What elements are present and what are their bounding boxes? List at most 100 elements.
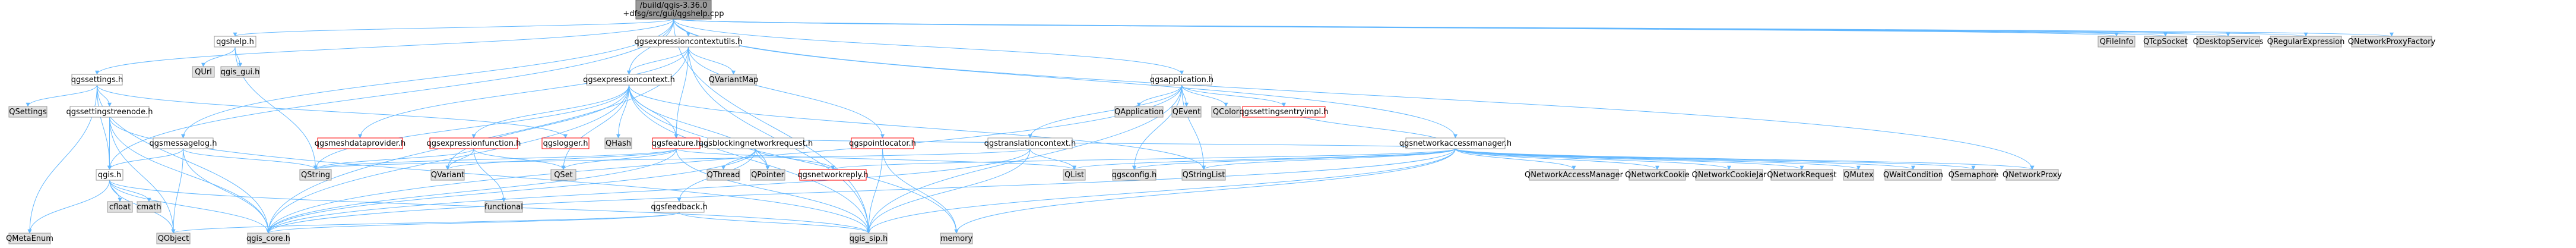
node-qgsexpressioncontextutils-h[interactable]: qgsexpressioncontextutils.h [634,36,743,48]
edge-qgsapplication-h-to-qstringlist [1181,84,1206,170]
edge-qgsnetworkaccessmanager-h-to-qgsnetworkreply-h [831,148,1456,170]
node-box [317,137,403,149]
node-qgis-gui-h: qgis_gui.h [220,66,260,78]
node-label: QNetworkRequest [1767,171,1836,180]
node-label: qgis_sip.h [850,234,888,243]
edge-qgstranslationcontext-h-to-qgis-sip-h [866,148,1031,234]
node-qgsnetworkaccessmanager-h[interactable]: qgsnetworkaccessmanager.h [1399,137,1512,149]
node-label: QObject [158,234,189,243]
edge-qgstranslationcontext-h-to-qgis-core-h [266,148,1031,234]
node-qgsfeature-h[interactable]: qgsfeature.h [652,137,701,149]
node-box [1181,169,1226,181]
node-label: qgsapplication.h [1150,76,1213,84]
edge-qgis-h-to-qmetaenum [27,180,110,234]
node-box [2351,36,2432,48]
node-qgstranslationcontext-h[interactable]: qgstranslationcontext.h [984,137,1076,149]
edge-qgsnetworkaccessmanager-h-to-qgis-sip-h [866,148,1456,234]
node-qgslogger-h[interactable]: qgslogger.h [541,137,590,149]
node-label: QSettings [9,108,47,117]
node-box [851,137,914,149]
edge-qgsnetworkaccessmanager-h-to-qsemaphore [1455,148,1976,170]
node-label: QMutex [1843,171,1874,180]
edge-qgsexpressioncontextutils-h-to-qgsexpressioncontext-h [627,46,689,75]
node-qgsnetworkreply-h[interactable]: qgsnetworkreply.h [797,169,869,181]
edge-root-to-qnetworkproxyfactory [673,18,2393,37]
node-qset: QSet [550,169,576,181]
node-box [637,36,740,48]
edge-qgsnetworkaccessmanager-h-to-qgis-core-h [266,148,1456,234]
node-label: QStringList [1183,171,1225,180]
edge-qgshelp-h-to-qurl [201,46,236,67]
node-label: QVariantMap [709,76,759,84]
node-qgsexpressionfunction-h[interactable]: qgsexpressionfunction.h [427,137,521,149]
edge-qgsfeature-h-to-qset [561,148,677,170]
node-qgssettings-h[interactable]: qgssettings.h [71,74,123,86]
node-label: QDesktopServices [2193,37,2264,46]
edge-root-to-qgis-sip-h [673,18,871,234]
edge-qgstranslationcontext-h-to-qstring [313,148,1031,170]
node-box [550,169,576,181]
node-label: qgspointlocator.h [849,139,916,148]
node-label: QPointer [751,171,785,180]
edge-qgsfeature-h-to-qvariant [445,148,677,170]
edge-qgsnetworkaccessmanager-h-to-qgsconfig-h [1132,148,1456,170]
node-box [429,137,518,149]
node-memory: memory [940,233,973,244]
node-qdesktopservices: QDesktopServices [2193,36,2264,48]
node-label: QThread [707,171,740,180]
edge-qgis-h-to-cmath [109,180,151,202]
edge-qgsexpressioncontextutils-h-to-qvariantmap [688,46,736,75]
node-box [1112,169,1156,181]
node-label: qgsexpressioncontextutils.h [634,37,742,46]
node-label: qgsfeature.h [652,139,701,148]
node-box [987,137,1073,149]
node-box [1405,137,1506,149]
node-qvariantmap: QVariantMap [709,74,759,86]
node-qtcpsocket: QTcpSocket [2143,36,2188,48]
node-box [1695,169,1763,181]
node-qgsconfig-h: qgsconfig.h [1112,169,1156,181]
node-qgssettingstreenode-h[interactable]: qgssettingstreenode.h [66,106,153,118]
edge-qgsnetworkaccessmanager-h-to-qlist [1072,148,1456,170]
edge-qgsnetworkaccessmanager-h-to-qnetworkcookiejar [1455,148,1731,170]
node-qcolor: QColor [1211,106,1241,118]
edge-qgsexpressioncontext-h-to-qhash [616,84,629,139]
node-qnetworkcookie: QNetworkCookie [1625,169,1690,181]
node-box [153,137,214,149]
node-box [750,169,785,181]
edge-qgsnetworkaccessmanager-h-to-qstringlist [1202,148,1456,170]
node-box [940,233,973,244]
node-label: qgis_gui.h [221,68,260,77]
node-box [604,137,632,149]
edge-root-to-qnetworkproxy [673,18,2035,170]
node-qthread: QThread [706,169,740,181]
node-box [299,169,332,181]
node-qwaitcondition: QWaitCondition [1883,169,1943,181]
node-label: functional [484,203,523,212]
node-label: qgshelp.h [216,37,254,46]
edge-qgsfeedback-h-to-qobject [171,212,680,234]
node-qgshelp-h[interactable]: qgshelp.h [214,36,256,48]
edges-layer [26,18,2393,234]
edge-qgsmessagelog-h-to-qgis-core-h [183,148,271,234]
edge-qgsexpressioncontext-h-to-qgis-sip-h [629,84,871,234]
node-qgssettingsentryimpl-h[interactable]: qgssettingsentryimpl.h [1239,106,1329,118]
node-qgspointlocator-h[interactable]: qgspointlocator.h [849,137,916,149]
edge-qgssettings-h-to-qsettings [26,84,97,107]
node-qgsexpressioncontext-h[interactable]: qgsexpressioncontext.h [583,74,675,86]
node-qlist: QList [1063,169,1086,181]
edge-qgsexpressionfunction-h-to-functional [473,148,506,202]
edge-qgsapplication-h-to-qgstranslationcontext-h [1028,84,1182,139]
node-qgsmessagelog-h[interactable]: qgsmessagelog.h [150,137,217,149]
edge-qgsblockingnetworkrequest-h-to-qgis-core-h [266,148,756,234]
node-qgsblockingnetworkrequest-h[interactable]: qgsblockingnetworkrequest.h [699,137,813,149]
node-qgsmeshdataprovider-h[interactable]: qgsmeshdataprovider.h [315,137,406,149]
edge-qgsapplication-h-to-qapplication [1137,84,1182,107]
node-qgsapplication-h[interactable]: qgsapplication.h [1150,74,1213,86]
node-qnetworkcookiejar: QNetworkCookieJar [1692,169,1767,181]
node-qgis-h[interactable]: qgis.h [96,169,123,181]
node-qgsfeedback-h[interactable]: qgsfeedback.h [651,201,708,213]
node-box [2097,36,2135,48]
node-box [8,233,51,244]
